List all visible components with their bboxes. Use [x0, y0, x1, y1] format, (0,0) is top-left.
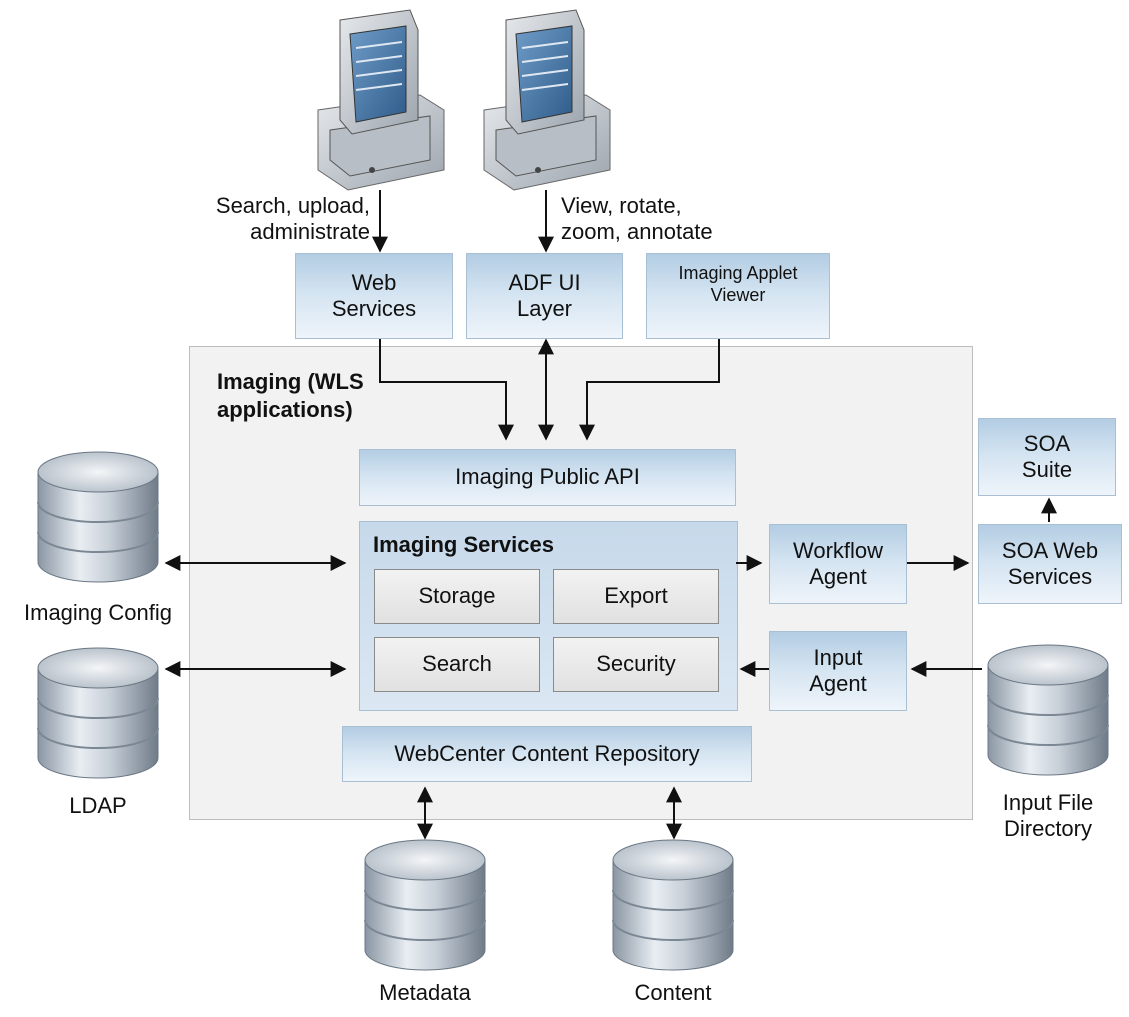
database-icon-content: [612, 839, 734, 971]
webcenter-content-repository-box: WebCenter Content Repository: [342, 726, 752, 782]
right-client-caption: View, rotate, zoom, annotate: [561, 193, 713, 245]
imaging-public-api-box: Imaging Public API: [359, 449, 736, 506]
database-icon-input-file-directory: [987, 644, 1109, 776]
computer-icon-right: [483, 9, 611, 191]
computer-icon-left: [317, 9, 445, 191]
imaging-container-title: Imaging (WLS applications): [217, 369, 364, 422]
database-icon-imaging-config: [37, 451, 159, 583]
database-icon-ldap: [37, 647, 159, 779]
left-client-caption: Search, upload, administrate: [215, 193, 370, 245]
metadata-label: Metadata: [379, 980, 471, 1005]
imaging-config-label: Imaging Config: [24, 600, 172, 625]
ldap-label: LDAP: [69, 793, 127, 818]
content-label: Content: [634, 980, 712, 1005]
export-box: Export: [553, 569, 719, 624]
database-icon-metadata: [364, 839, 486, 971]
storage-box: Storage: [374, 569, 540, 624]
security-box: Security: [553, 637, 719, 692]
search-box: Search: [374, 637, 540, 692]
input-file-directory-label: Input File Directory: [1002, 790, 1094, 842]
imaging-services-title: Imaging Services: [373, 532, 554, 557]
